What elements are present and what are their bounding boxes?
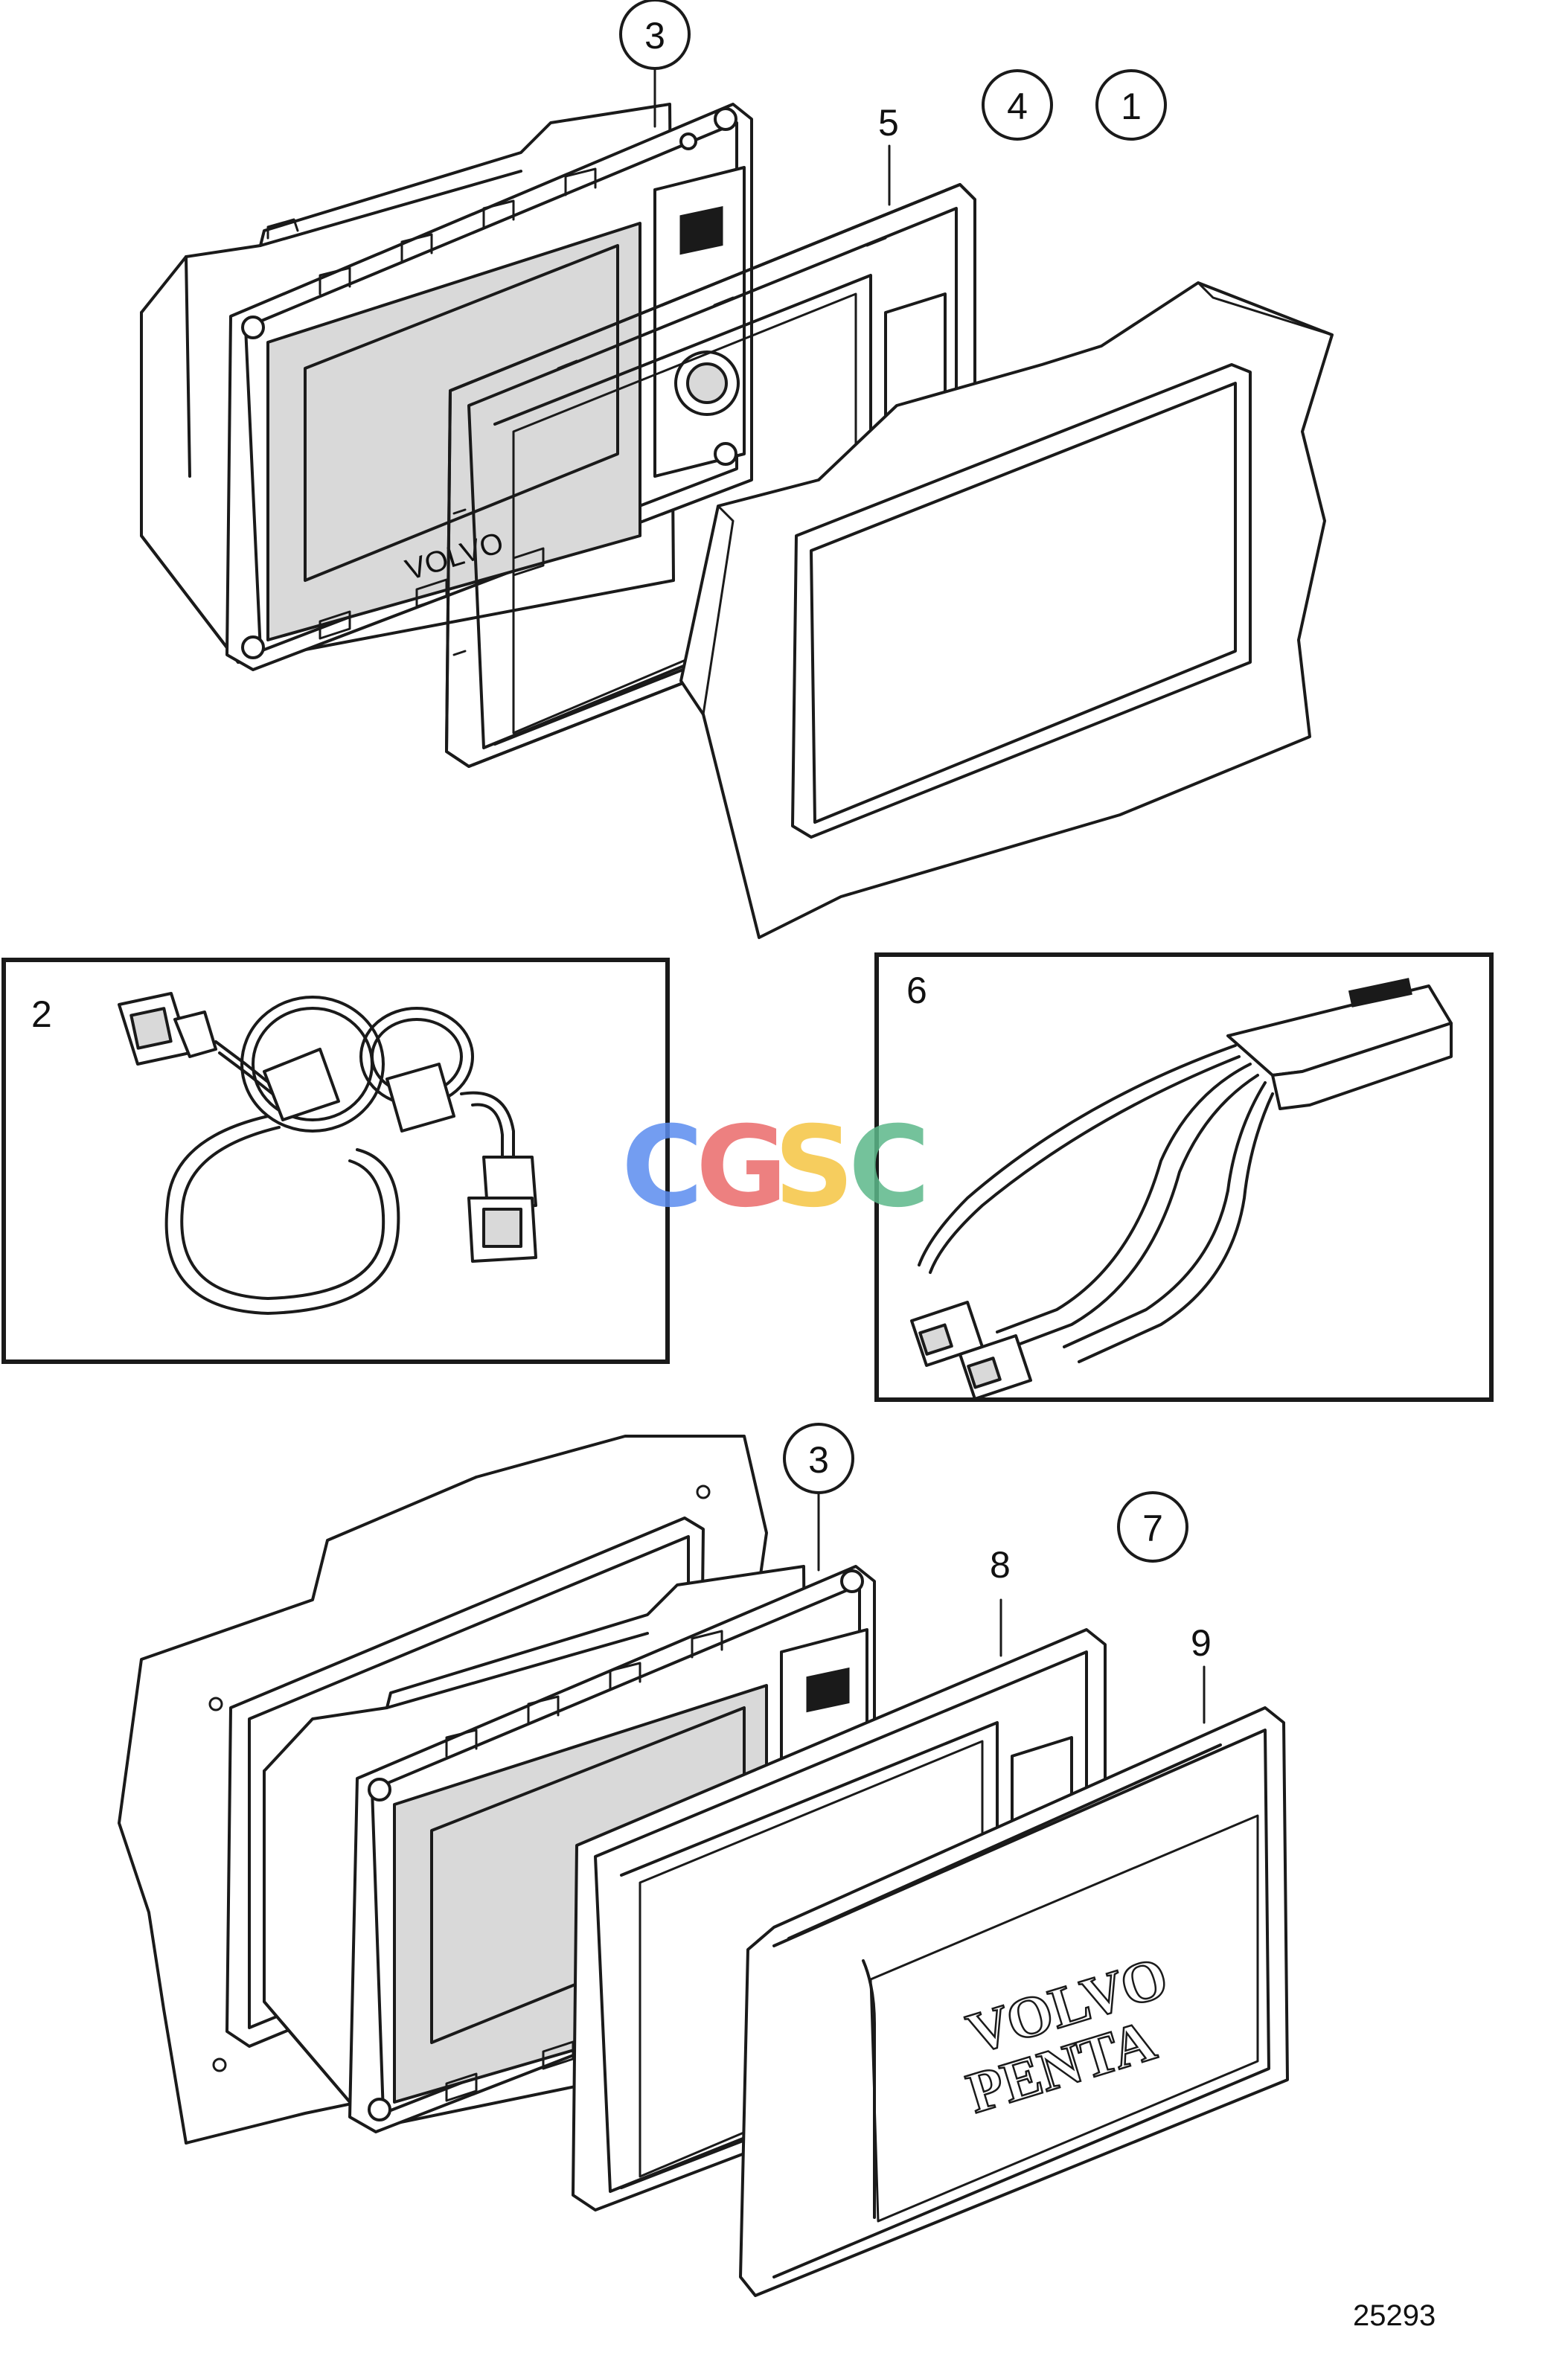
- callout-7: 7: [1117, 1491, 1188, 1563]
- panel-gasket-top: [679, 281, 1334, 939]
- svg-text:3: 3: [644, 15, 665, 57]
- svg-text:1: 1: [1121, 86, 1142, 127]
- box-harness-part2: 2: [1, 958, 670, 1364]
- top-assembly: VOLVO: [140, 68, 1334, 939]
- label-5: 5: [878, 102, 899, 144]
- watermark-letter-2: G: [696, 1103, 787, 1232]
- label-9: 9: [1191, 1622, 1212, 1664]
- cover-part9: VOLVO PENTA: [739, 1706, 1289, 2297]
- bottom-assembly: VOLVO PENTA: [118, 1435, 1289, 2297]
- box-adapter-part6: 6: [874, 952, 1494, 1402]
- svg-text:3: 3: [808, 1439, 829, 1481]
- watermark-letter-3: S: [774, 1103, 854, 1232]
- figure-number: 25293: [1353, 2299, 1436, 2332]
- watermark-logo: C G S C: [621, 1103, 930, 1232]
- connector-left: [118, 992, 217, 1066]
- connector-right: [467, 1156, 537, 1263]
- label-8: 8: [990, 1544, 1011, 1586]
- watermark-letter-4: C: [848, 1103, 930, 1232]
- svg-text:7: 7: [1142, 1508, 1163, 1549]
- callout-3-bottom: 3: [783, 1423, 854, 1494]
- svg-text:4: 4: [1007, 86, 1028, 127]
- callout-4: 4: [982, 69, 1053, 141]
- box-number-6: 6: [906, 970, 927, 1011]
- watermark-letter-1: C: [621, 1103, 703, 1232]
- box-number-2: 2: [31, 993, 52, 1035]
- callout-1: 1: [1095, 69, 1167, 141]
- callout-3-top: 3: [619, 0, 691, 70]
- display-unit-top: VOLVO: [140, 103, 753, 671]
